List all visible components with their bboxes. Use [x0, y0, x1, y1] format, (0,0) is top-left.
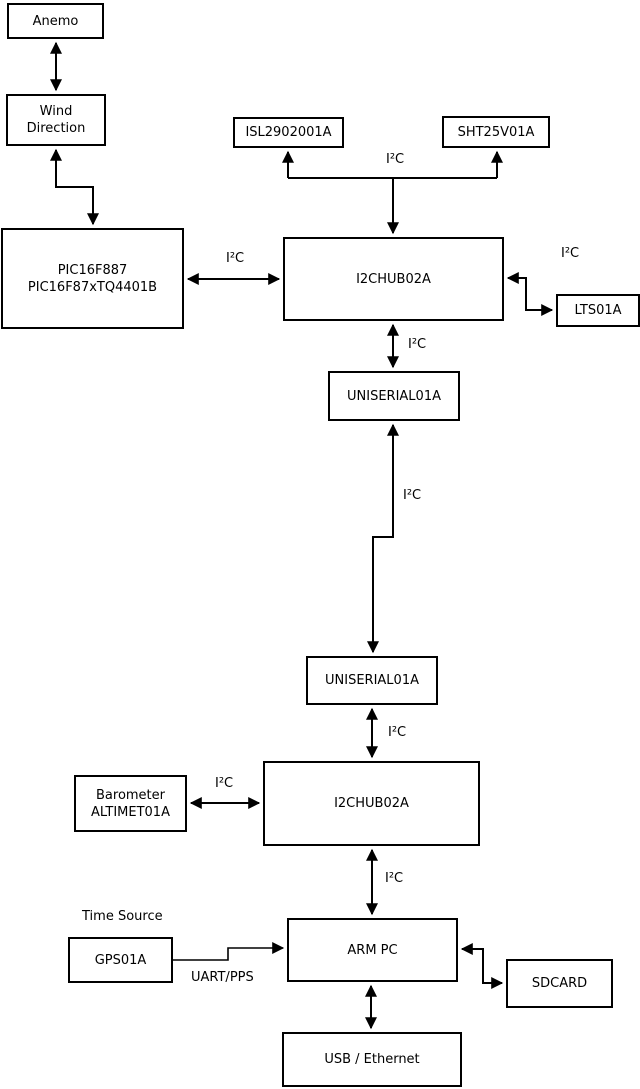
- usb-ethernet-node: USB / Ethernet: [282, 1032, 462, 1087]
- i2c-label-bus-top: I²C: [386, 152, 405, 167]
- arm-pc-node: ARM PC: [287, 918, 458, 982]
- uniserial-top-node: UNISERIAL01A: [328, 371, 460, 421]
- sdcard-label: SDCARD: [531, 976, 588, 991]
- arm-pc-label: ARM PC: [347, 942, 398, 958]
- i2c-label-barometer-hub: I²C: [215, 776, 234, 791]
- edge-gps-armpc: [173, 942, 285, 961]
- sht-label: SHT25V01A: [457, 124, 535, 140]
- pic-label-line2: PIC16F87xTQ4401B: [27, 279, 158, 295]
- i2c-label-hub-lts: I²C: [561, 246, 580, 261]
- wind-direction-label-line1: Wind: [39, 104, 73, 119]
- uniserial-bottom-node: UNISERIAL01A: [306, 656, 438, 705]
- i2c-label-uniserial-link: I²C: [403, 488, 422, 503]
- i2chub-bottom-node: I2CHUB02A: [263, 761, 480, 846]
- sht-node: SHT25V01A: [442, 116, 550, 148]
- edge-armpc-sdcard: [460, 943, 504, 989]
- gps-label: GPS01A: [94, 952, 147, 968]
- pic-node: PIC16F887 PIC16F87xTQ4401B: [1, 228, 184, 329]
- lts-node: LTS01A: [556, 294, 640, 327]
- uniserial-top-label: UNISERIAL01A: [347, 388, 441, 404]
- i2chub-top-label: I2CHUB02A: [356, 271, 431, 287]
- anemo-node: Anemo: [7, 3, 104, 39]
- edge-winddirection-pic: [50, 148, 99, 226]
- i2c-label-uniserial-hub2: I²C: [388, 725, 407, 740]
- isl-label: ISL2902001A: [245, 125, 332, 140]
- isl-node: ISL2902001A: [233, 117, 344, 148]
- wind-direction-label-line2: Direction: [26, 121, 86, 136]
- edge-i2chub-top-lts: [506, 272, 554, 316]
- usb-ethernet-label: USB / Ethernet: [324, 1052, 420, 1067]
- barometer-node: Barometer ALTIMET01A: [74, 775, 187, 832]
- i2chub-top-node: I2CHUB02A: [283, 237, 504, 321]
- uart-pps-label: UART/PPS: [191, 970, 254, 985]
- anemo-label: Anemo: [32, 13, 79, 29]
- sdcard-node: SDCARD: [506, 959, 613, 1008]
- i2chub-bottom-label: I2CHUB02A: [334, 796, 409, 811]
- i2c-label-pic-hub: I²C: [226, 251, 245, 266]
- gps-node: GPS01A: [68, 937, 173, 983]
- i2c-label-hub2-armpc: I²C: [385, 871, 404, 886]
- i2c-label-hub-uniserial: I²C: [408, 337, 427, 352]
- uniserial-bottom-label: UNISERIAL01A: [325, 673, 419, 688]
- time-source-label: Time Source: [82, 909, 163, 924]
- barometer-label-line1: Barometer: [96, 787, 165, 803]
- barometer-label-line2: ALTIMET01A: [91, 804, 170, 820]
- lts-label: LTS01A: [574, 303, 622, 318]
- pic-label-line1: PIC16F887: [57, 262, 128, 278]
- edge-uniserial-link: [367, 423, 399, 654]
- wind-direction-node: Wind Direction: [6, 94, 106, 146]
